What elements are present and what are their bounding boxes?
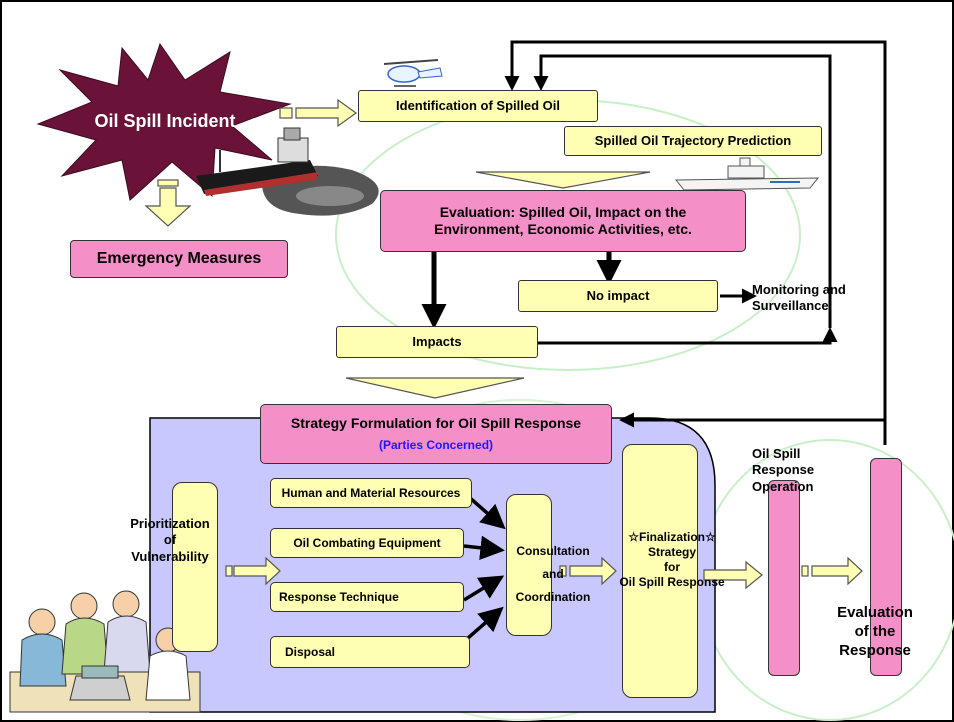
monitoring-line2: Surveillance [752, 298, 829, 314]
arrow-consultation-to-finalization [569, 556, 617, 586]
response-evaluation-line1: Evaluation [837, 604, 913, 621]
operation-line2: Response [752, 462, 815, 478]
arrow-operation-tail [801, 565, 809, 577]
trajectory-box: Spilled Oil Trajectory Prediction [564, 126, 822, 156]
prioritization-pillar [172, 482, 218, 652]
prioritization-line1: Prioritization [130, 516, 210, 531]
arrow-technique-to-consultation [463, 575, 505, 602]
oil-slick-edge [296, 186, 364, 206]
arrow-equipment-to-consultation [463, 535, 505, 561]
arrow-prioritization-to-resources [233, 556, 281, 586]
evaluation-line2: Environment, Economic Activities, etc. [434, 221, 692, 237]
operation-line3: Operation [752, 478, 814, 494]
monitoring-line1: Monitoring and [752, 282, 846, 297]
disposal-box: Disposal [270, 636, 470, 668]
finalization-pillar [622, 444, 698, 698]
feedback-line-inner [533, 54, 832, 328]
prioritization-line2: of [163, 532, 177, 548]
evaluation-line1: Evaluation: Spilled Oil, Impact on the [439, 203, 687, 220]
arrow-prioritization-tail [225, 565, 233, 577]
strategy-subtitle: (Parties Concerned) [378, 438, 494, 453]
consultation-label: Consultation and Coordination [500, 540, 606, 608]
operation-label: Oil Spill Response Operation [752, 446, 842, 495]
strategy-title: Strategy Formulation for Oil Spill Respo… [290, 414, 582, 431]
strategy-box: Strategy Formulation for Oil Spill Respo… [260, 404, 612, 464]
monitoring-label: Monitoring and Surveillance [752, 282, 882, 315]
arrow-impacts-to-strategy [345, 377, 525, 399]
response-evaluation-line3: Response [839, 641, 911, 659]
oil-combating-equipment-box: Oil Combating Equipment [270, 528, 464, 558]
consultation-box [506, 494, 552, 636]
helicopter-icon [383, 59, 443, 87]
consultation-line2: and [542, 566, 564, 581]
team-meeting-illustration [9, 590, 201, 713]
feedback-line-outer [504, 40, 887, 445]
arrow-incident-to-emergency-tail [157, 179, 179, 187]
arrow-human-to-consultation [468, 496, 506, 530]
arrow-disposal-to-consultation [466, 606, 504, 640]
arrow-operation-to-evaluation [811, 556, 863, 586]
response-evaluation-label: Evaluation of the Response [810, 604, 940, 660]
finalization-label: ☆Finalization☆ Strategy for Oil Spill Re… [592, 530, 752, 590]
prioritization-label: Prioritization of Vulnerability [110, 516, 230, 565]
incident-label: Oil Spill Incident [94, 111, 236, 131]
incident-burst-shape [36, 42, 292, 201]
operation-line1: Oil Spill [752, 446, 801, 461]
evaluation-box: Evaluation: Spilled Oil, Impact on the E… [380, 190, 746, 252]
consultation-line1: Consultation [516, 544, 590, 558]
identification-box: Identification of Spilled Oil [358, 90, 598, 122]
human-resources-box: Human and Material Resources [270, 478, 472, 508]
finalization-line4: Oil Spill Response [619, 575, 725, 589]
emergency-measures-box: Emergency Measures [70, 240, 288, 278]
arrow-impacts-to-monitoring [538, 327, 838, 345]
response-evaluation-pillar [870, 458, 902, 676]
patrol-vessel-icon [674, 157, 820, 191]
response-technique-box: Response Technique [270, 582, 464, 612]
arrow-consultation-tail [559, 565, 567, 577]
arrow-finalization-to-operation [703, 560, 763, 590]
finalization-line2: Strategy [647, 545, 697, 559]
arrow-incident-to-emergency [144, 187, 192, 227]
no-impact-box: No impact [518, 280, 718, 312]
finalization-line1: ☆Finalization☆ [628, 530, 716, 544]
operation-pillar [768, 480, 800, 676]
response-evaluation-line2: of the [854, 622, 896, 640]
consultation-line3: Coordination [515, 589, 591, 604]
impacts-box: Impacts [336, 326, 538, 358]
finalization-line3: for [664, 560, 680, 574]
arrow-incident-to-identification-tail [279, 107, 293, 119]
arrow-trajectory-to-evaluation [475, 171, 651, 189]
tanker-ship-icon [196, 127, 318, 196]
arrow-incident-to-identification [295, 98, 358, 128]
prioritization-line3: Vulnerability [131, 548, 209, 564]
